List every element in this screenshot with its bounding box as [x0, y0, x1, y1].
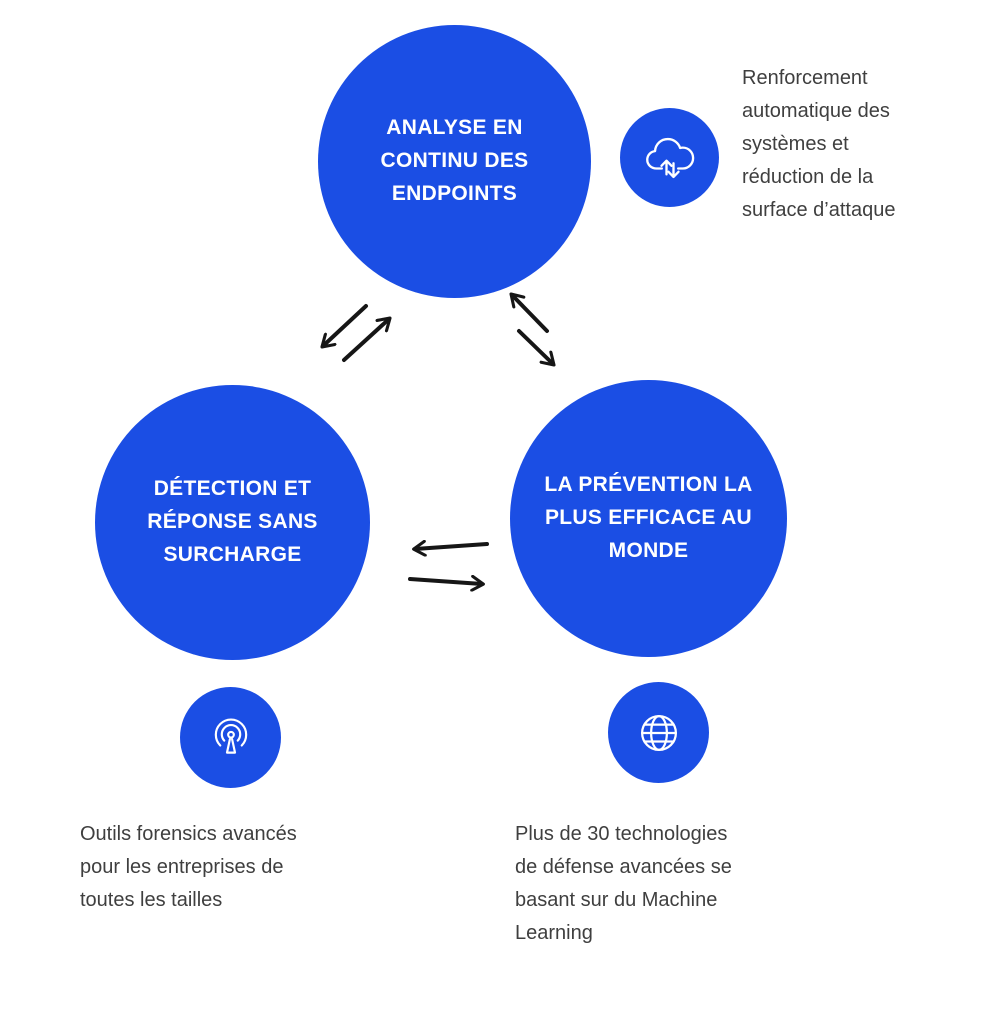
- node-analyse-endpoints: ANALYSE EN CONTINU DES ENDPOINTS: [318, 25, 591, 298]
- arrow-up-right-icon: [342, 319, 389, 362]
- annotation-machine-learning-text: Plus de 30 technologies de défense avanc…: [515, 823, 732, 944]
- cloud-arrow-up: [659, 159, 673, 175]
- cloud-outline: [645, 137, 694, 170]
- arrow-up-left-icon: [512, 295, 549, 333]
- broadcast-center-dot: [226, 730, 235, 739]
- arrow-pair-bottom-middle: [408, 544, 489, 584]
- broadcast-inner-arc: [220, 723, 241, 742]
- cloud-sync-badge: [620, 108, 719, 207]
- broadcast-outer-arc: [214, 718, 247, 747]
- annotation-cloud-text: Renforcement automatique des systèmes et…: [742, 67, 896, 221]
- broadcast-stem: [225, 737, 236, 754]
- cloud-sync-icon: [645, 137, 694, 178]
- cloud-arrow-down: [666, 161, 680, 178]
- arrow-down-right-icon: [517, 329, 553, 364]
- globe-badge: [608, 682, 709, 783]
- node-detection-reponse-label: DÉTECTION ET RÉPONSE SANS SURCHARGE: [147, 477, 318, 566]
- annotation-forensics-text: Outils forensics avancés pour les entrep…: [80, 823, 297, 911]
- node-prevention-efficace: LA PRÉVENTION LA PLUS EFFICACE AU MONDE: [510, 380, 787, 657]
- broadcast-icon: [214, 718, 247, 754]
- node-analyse-endpoints-label: ANALYSE EN CONTINU DES ENDPOINTS: [380, 116, 529, 205]
- broadcast-badge: [180, 687, 281, 788]
- arrow-pair-top-right: [512, 295, 553, 364]
- arrow-right-icon: [408, 579, 482, 584]
- node-prevention-efficace-label: LA PRÉVENTION LA PLUS EFFICACE AU MONDE: [544, 473, 753, 562]
- globe-icon: [640, 714, 677, 751]
- arrow-down-left-icon: [323, 304, 368, 346]
- arrow-left-icon: [415, 544, 489, 549]
- arrow-pair-top-left: [323, 304, 389, 362]
- node-detection-reponse: DÉTECTION ET RÉPONSE SANS SURCHARGE: [95, 385, 370, 660]
